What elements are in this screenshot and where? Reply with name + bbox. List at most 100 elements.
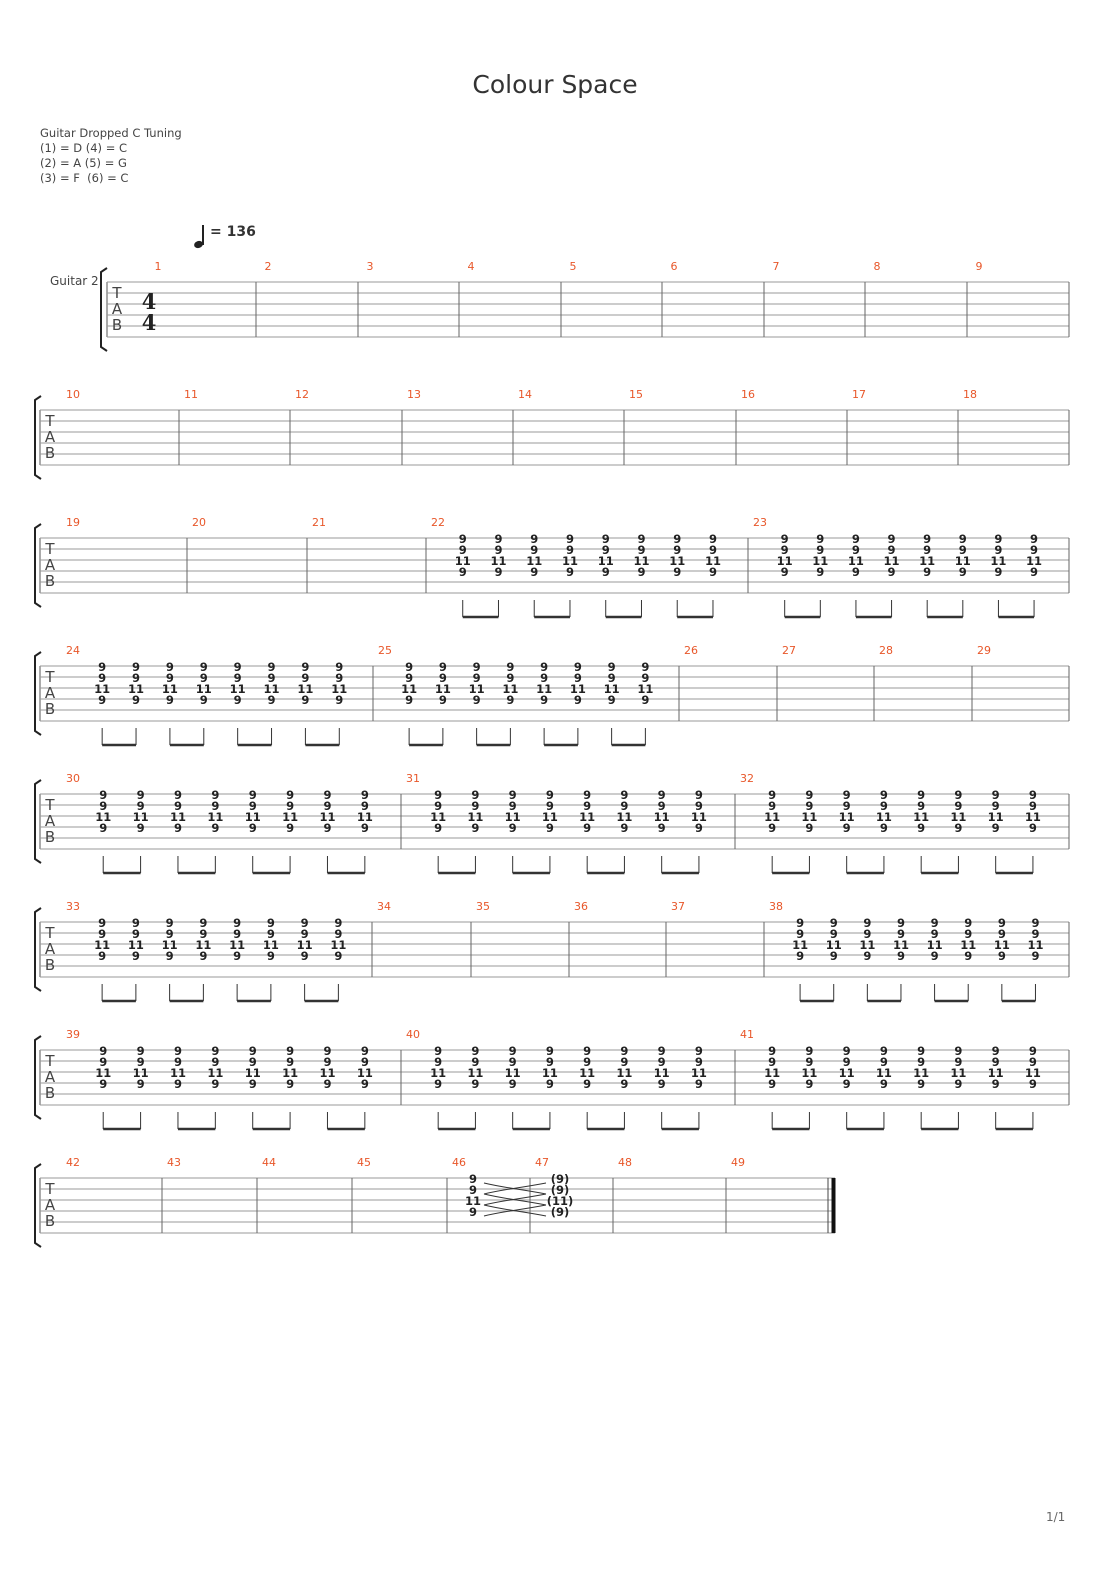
fret-number: 9 bbox=[439, 671, 447, 685]
fret-number: 9 bbox=[268, 660, 276, 674]
fret-number: 9 bbox=[620, 1055, 628, 1069]
fret-number: 9 bbox=[954, 1055, 962, 1069]
measure-number: 46 bbox=[452, 1156, 466, 1169]
fret-number: 9 bbox=[641, 671, 649, 685]
fret-number: 9 bbox=[361, 799, 369, 813]
fret-number: 9 bbox=[959, 532, 967, 546]
fret-number: 9 bbox=[583, 1044, 591, 1058]
measure-number: 4 bbox=[468, 260, 475, 273]
fret-number: 9 bbox=[268, 693, 276, 707]
tuning-line: (2) = A (5) = G bbox=[40, 156, 127, 170]
fret-number: 9 bbox=[923, 565, 931, 579]
fret-number: 11 bbox=[1025, 1066, 1041, 1080]
fret-number: 9 bbox=[434, 821, 442, 835]
fret-number: 9 bbox=[199, 927, 207, 941]
fret-number: 9 bbox=[530, 543, 538, 557]
fret-number: 9 bbox=[959, 565, 967, 579]
fret-number: 9 bbox=[286, 788, 294, 802]
fret-number: 9 bbox=[637, 532, 645, 546]
fret-number: 11 bbox=[465, 1194, 481, 1208]
measure-number: 27 bbox=[782, 644, 796, 657]
fret-number: 11 bbox=[505, 810, 521, 824]
fret-number: 11 bbox=[330, 938, 346, 952]
fret-number: 9 bbox=[434, 788, 442, 802]
fret-number: 11 bbox=[764, 810, 780, 824]
tab-letter-t: T bbox=[44, 668, 55, 686]
measure-number: 24 bbox=[66, 644, 80, 657]
fret-number: 9 bbox=[566, 543, 574, 557]
fret-number: 11 bbox=[570, 682, 586, 696]
fret-number: 9 bbox=[843, 821, 851, 835]
tuning-line: (1) = D (4) = C bbox=[40, 141, 128, 155]
tab-letter-a: A bbox=[45, 940, 56, 958]
fret-number: 9 bbox=[471, 1077, 479, 1091]
fret-number: 9 bbox=[546, 799, 554, 813]
fret-number: 11 bbox=[170, 1066, 186, 1080]
fret-number: 9 bbox=[137, 799, 145, 813]
fret-number: 9 bbox=[509, 1077, 517, 1091]
measure-number: 49 bbox=[731, 1156, 745, 1169]
fret-number: 9 bbox=[546, 788, 554, 802]
fret-number: 9 bbox=[323, 1044, 331, 1058]
fret-number: 9 bbox=[888, 532, 896, 546]
fret-number: 9 bbox=[641, 693, 649, 707]
fret-number: 9 bbox=[897, 927, 905, 941]
fret-number: 9 bbox=[286, 1044, 294, 1058]
tab-letter-a: A bbox=[45, 1068, 56, 1086]
fret-number: 9 bbox=[1030, 565, 1038, 579]
fret-number: 9 bbox=[954, 788, 962, 802]
fret-number: 9 bbox=[137, 1055, 145, 1069]
fret-number: 9 bbox=[805, 821, 813, 835]
fret-number: 11 bbox=[505, 1066, 521, 1080]
fret-number: 11 bbox=[691, 1066, 707, 1080]
fret-number: 9 bbox=[494, 543, 502, 557]
measure-number: 42 bbox=[66, 1156, 80, 1169]
fret-number: 9 bbox=[709, 543, 717, 557]
fret-number: 9 bbox=[546, 1055, 554, 1069]
fret-number: 9 bbox=[796, 927, 804, 941]
fret-number: 9 bbox=[843, 799, 851, 813]
fret-number: 9 bbox=[917, 1055, 925, 1069]
fret-number: 11 bbox=[616, 810, 632, 824]
fret-number: 9 bbox=[954, 1044, 962, 1058]
fret-number: 9 bbox=[637, 543, 645, 557]
fret-number: 11 bbox=[691, 810, 707, 824]
fret-number: 9 bbox=[998, 916, 1006, 930]
system-bracket bbox=[34, 523, 42, 608]
note-stem bbox=[202, 225, 204, 245]
fret-number: 11 bbox=[297, 682, 313, 696]
fret-number: 9 bbox=[994, 543, 1002, 557]
fret-number: 9 bbox=[574, 660, 582, 674]
fret-number: 9 bbox=[964, 916, 972, 930]
fret-number: 9 bbox=[709, 565, 717, 579]
fret-number: 9 bbox=[583, 1077, 591, 1091]
fret-number: 9 bbox=[267, 949, 275, 963]
measure-number: 38 bbox=[769, 900, 783, 913]
fret-number: 11 bbox=[264, 682, 280, 696]
fret-number: 11 bbox=[812, 554, 828, 568]
fret-number: 9 bbox=[471, 788, 479, 802]
fret-number: 9 bbox=[816, 543, 824, 557]
fret-number: 9 bbox=[583, 799, 591, 813]
fret-number: 11 bbox=[526, 554, 542, 568]
tab-letter-a: A bbox=[45, 556, 56, 574]
time-signature-top: 4 bbox=[142, 289, 157, 314]
fret-number: 11 bbox=[839, 1066, 855, 1080]
fret-number: 9 bbox=[566, 565, 574, 579]
measure-number: 9 bbox=[976, 260, 983, 273]
fret-number: 11 bbox=[170, 810, 186, 824]
fret-number: 9 bbox=[494, 565, 502, 579]
fret-number: 9 bbox=[805, 788, 813, 802]
fret-number: 9 bbox=[608, 660, 616, 674]
measure-number: 47 bbox=[535, 1156, 549, 1169]
fret-number: 9 bbox=[852, 565, 860, 579]
system-bracket bbox=[34, 779, 42, 864]
measure-number: 13 bbox=[407, 388, 421, 401]
fret-number: 11 bbox=[988, 810, 1004, 824]
fret-number: 9 bbox=[695, 799, 703, 813]
fret-number: 9 bbox=[816, 565, 824, 579]
fret-number: 9 bbox=[301, 949, 309, 963]
measure-number: 25 bbox=[378, 644, 392, 657]
fret-number: 9 bbox=[830, 916, 838, 930]
measure-number: 20 bbox=[192, 516, 206, 529]
